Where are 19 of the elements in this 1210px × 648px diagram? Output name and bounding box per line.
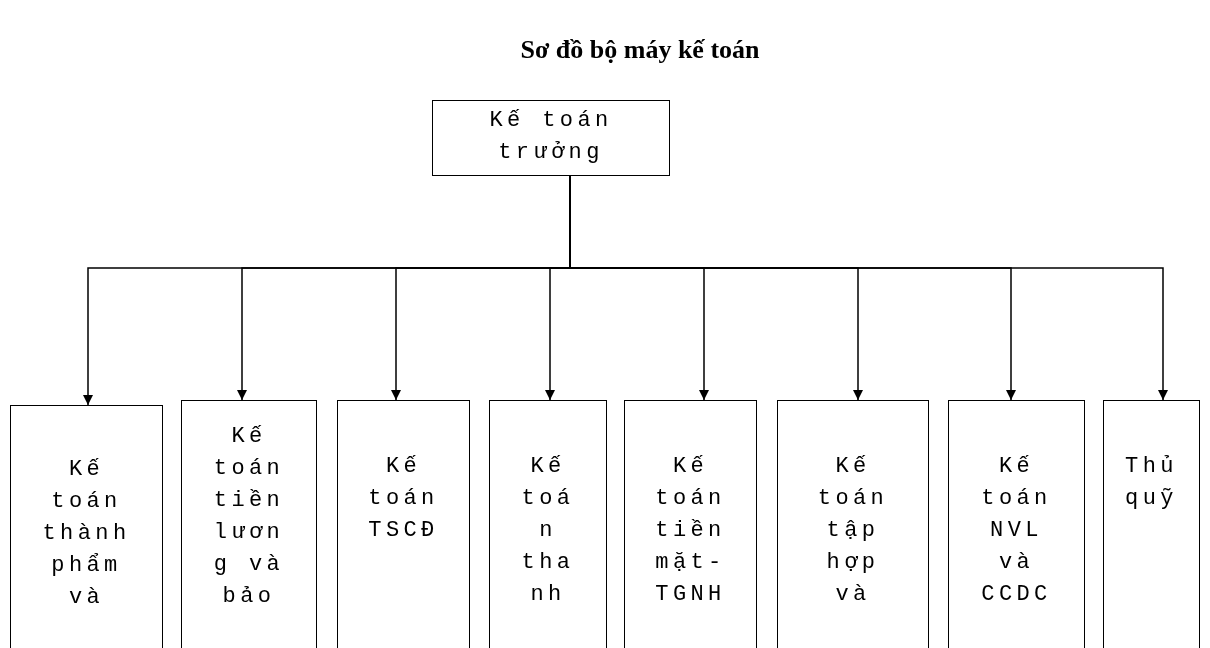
process-box	[337, 400, 470, 648]
box-label: Kế toán thành phẩm và	[41, 456, 132, 612]
process-box	[489, 400, 607, 648]
box-label: Kế toán trưởng	[488, 107, 614, 167]
diagram-title: Sơ đồ bộ máy kế toán	[519, 34, 761, 66]
process-box	[10, 405, 163, 648]
process-box	[624, 400, 757, 648]
box-label: Kế toán thanh	[520, 453, 576, 609]
box-label: Kế toán tiền lương và bảo	[212, 423, 286, 611]
process-box	[432, 100, 670, 176]
process-box	[777, 400, 929, 648]
box-label: Kế toán tập hợp và	[816, 453, 890, 609]
process-box	[181, 400, 317, 648]
process-box	[948, 400, 1085, 648]
box-label: Kế toán NVL và CCDC	[980, 453, 1053, 609]
box-label: Thủ quỹ	[1124, 453, 1179, 513]
box-label: Kế toán TSCĐ	[367, 453, 440, 545]
process-box	[1103, 400, 1200, 648]
box-label: Kế toán tiền mặt-TGNH	[654, 453, 727, 609]
